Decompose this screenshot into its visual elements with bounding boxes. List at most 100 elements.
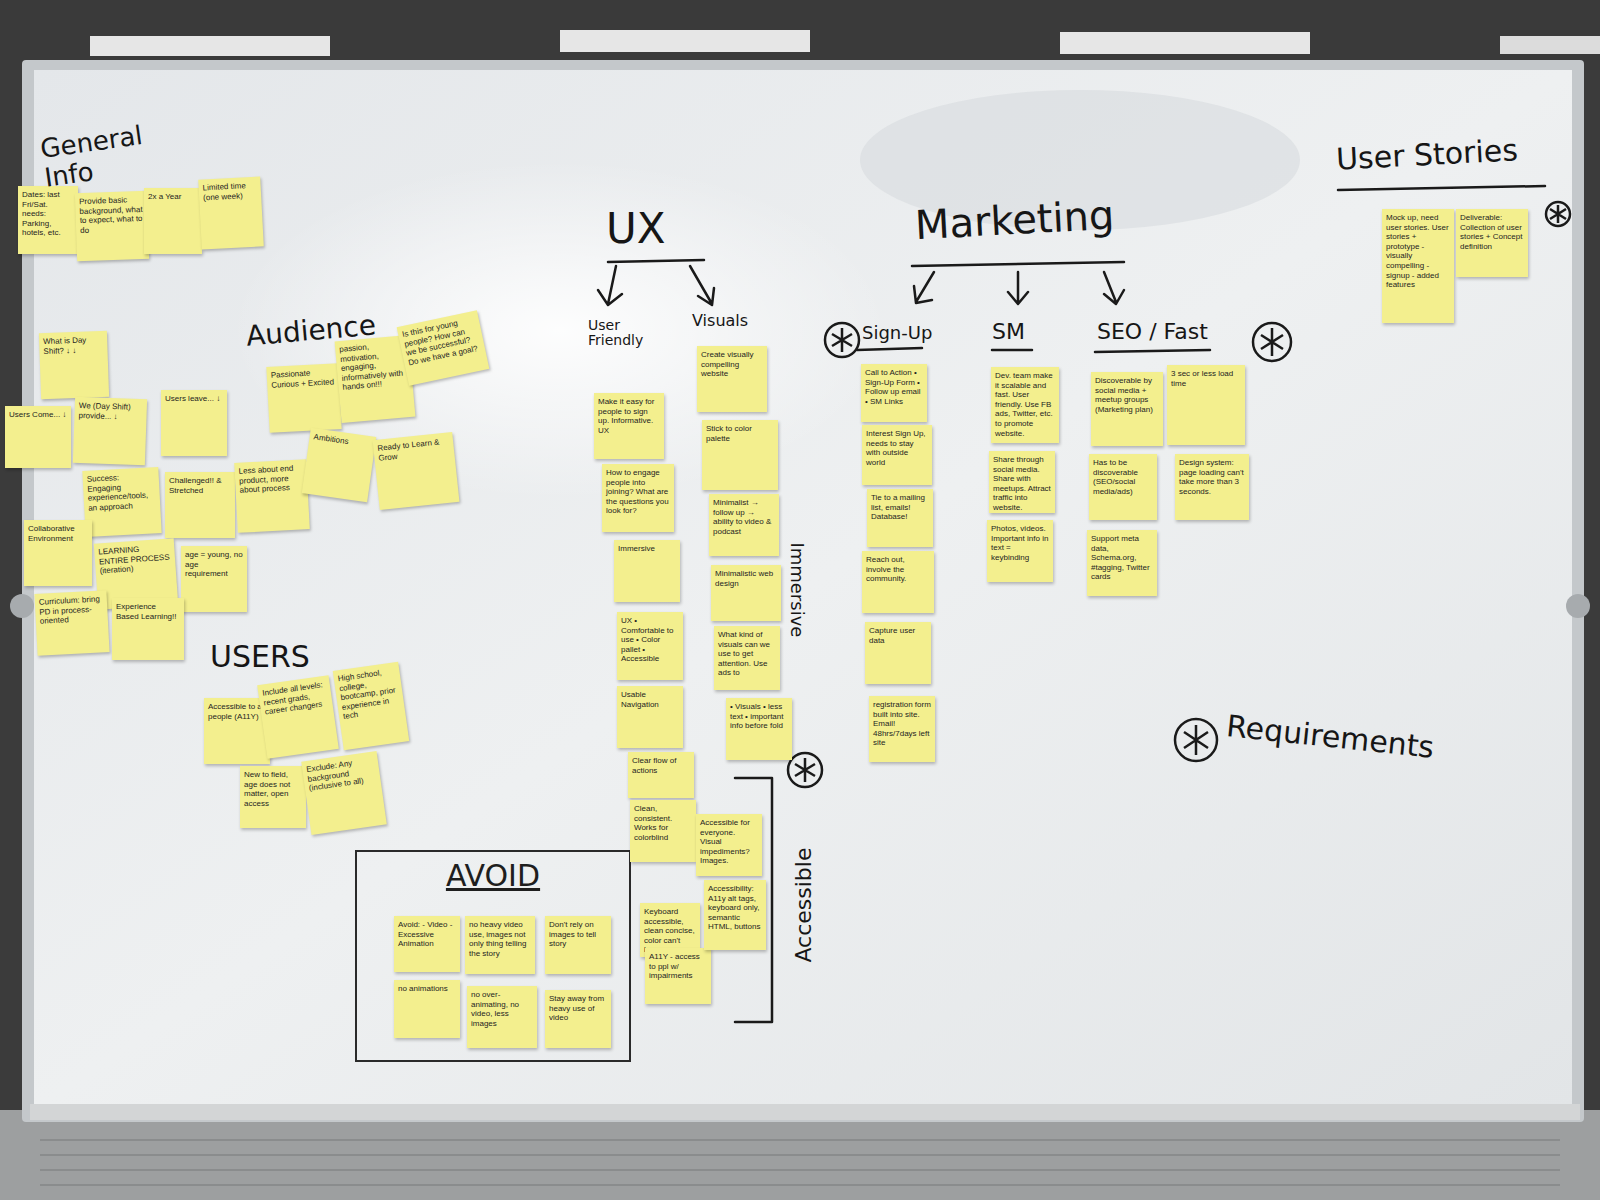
note-text: Accessible for everyone. Visual impedime… <box>700 818 758 866</box>
sticky-note: What is Day Shift? ↓ ↓ <box>39 331 109 399</box>
note-text: Create visually compelling website <box>701 350 763 379</box>
sticky-note: Challenged!! & Stretched <box>165 472 235 538</box>
heading-label: Sign-Up <box>862 323 932 343</box>
sticky-note: Stay away from heavy use of video <box>545 990 611 1048</box>
note-text: 3 sec or less load time <box>1171 369 1241 388</box>
sticky-note: Make it easy for people to sign up. Info… <box>594 393 664 459</box>
note-text: LEARNING ENTIRE PROCESS (iteration) <box>98 543 172 577</box>
sticky-note: Dev. team make it scalable and fast. Use… <box>991 367 1059 443</box>
sticky-note: no animations <box>394 980 460 1038</box>
heading-label: Marketing <box>914 193 1115 247</box>
note-text: Provide basic background, what to expect… <box>79 195 144 236</box>
star-symbol <box>788 202 1570 787</box>
marker-strokes <box>598 186 1545 1022</box>
note-text: Exclude: Any background (inclusive to al… <box>306 756 377 794</box>
sticky-note: Limited time (one week) <box>198 176 264 249</box>
heading-label: UX <box>606 206 666 252</box>
sticky-note: Collaborative Environment <box>24 520 92 586</box>
heading-label: SEO / Fast <box>1097 320 1208 344</box>
heading-label: User Stories <box>1335 133 1518 175</box>
ceiling-light <box>560 30 810 52</box>
sticky-note: 3 sec or less load time <box>1167 365 1245 445</box>
frame-heading: AVOID <box>357 858 629 893</box>
note-text: passion, motivation, engaging, informati… <box>339 339 409 393</box>
sticky-note: How to engage people into joining? What … <box>602 464 674 532</box>
note-text: Clean, consistent. Works for colorblind <box>634 804 692 842</box>
note-text: Tie to a mailing list, emails! Database! <box>871 493 929 522</box>
note-text: Ready to Learn & Grow <box>377 436 451 463</box>
sticky-note: We (Day Shift) provide... ↓ <box>73 397 147 465</box>
note-text: Stay away from heavy use of video <box>549 994 607 1023</box>
sticky-note: Reach out, involve the community. <box>862 551 934 613</box>
sticky-note: Call to Action • Sign-Up Form • Follow u… <box>861 364 927 422</box>
note-text: no over-animating, no video, less images <box>471 990 533 1028</box>
sticky-note: Ready to Learn & Grow <box>373 432 460 510</box>
note-text: Collaborative Environment <box>28 524 88 543</box>
note-text: Ambitions <box>313 432 372 450</box>
note-text: Users Come... ↓ <box>9 410 67 420</box>
sticky-note: Ambitions <box>302 428 377 503</box>
note-text: Design system: page loading can't take m… <box>1179 458 1245 496</box>
sticky-note: Share through social media. Share with m… <box>989 451 1055 513</box>
sticky-note: Curriculum: bring PD in process-oriented <box>34 590 109 656</box>
note-text: Curriculum: bring PD in process-oriented <box>39 594 104 626</box>
note-text: We (Day Shift) provide... ↓ <box>78 401 143 422</box>
sticky-note: Photos, videos. Important info in text =… <box>987 520 1053 582</box>
note-text: Users leave... ↓ <box>165 394 223 404</box>
wall-vent <box>0 1110 1600 1200</box>
note-text: How to engage people into joining? What … <box>606 468 670 516</box>
sticky-note: Less about end product, more about proce… <box>234 459 310 533</box>
sticky-note: Is this for young people? How can we be … <box>397 310 490 386</box>
sticky-note: no heavy video use, images not only thin… <box>465 916 535 974</box>
note-text: • Visuals • less text • important info b… <box>730 702 788 731</box>
note-text: Less about end product, more about proce… <box>238 463 303 495</box>
note-text: Accessible to all people (A11Y) <box>208 702 266 721</box>
note-text: no heavy video use, images not only thin… <box>469 920 531 958</box>
sticky-note: Accessible for everyone. Visual impedime… <box>696 814 762 876</box>
note-text: Challenged!! & Stretched <box>169 476 231 495</box>
ceiling-light <box>90 36 330 56</box>
heading-label: Accessible <box>793 847 817 962</box>
note-text: Call to Action • Sign-Up Form • Follow u… <box>865 368 923 406</box>
note-text: What is Day Shift? ↓ ↓ <box>43 335 104 356</box>
note-text: Reach out, involve the community. <box>866 555 930 584</box>
note-text: Interest Sign Up, needs to stay with out… <box>866 429 928 467</box>
sticky-note: Users Come... ↓ <box>5 406 71 468</box>
sticky-note: Mock up, need user stories. User stories… <box>1382 209 1454 323</box>
board-surface <box>34 70 1572 1110</box>
note-text: Immersive <box>618 544 676 554</box>
sticky-note: Success: Engaging experience/tools, an a… <box>82 467 161 537</box>
note-text: Accessibility: A11y alt tags, keyboard o… <box>708 884 762 932</box>
heading-label: Immersive <box>787 543 807 638</box>
note-text: Minimalistic web design <box>715 569 777 588</box>
board-frame <box>22 60 1584 1122</box>
note-text: Has to be discoverable (SEO/social media… <box>1093 458 1153 496</box>
sticky-note: Don't rely on images to tell story <box>545 916 611 974</box>
sticky-note: Minimalist → follow up → ability to vide… <box>709 494 779 556</box>
sticky-note: Avoid: - Video - Excessive Animation <box>394 916 460 972</box>
note-text: Dates: last Fri/Sat. needs: Parking, hot… <box>22 190 74 238</box>
marker-tray <box>30 1104 1580 1120</box>
sticky-note: Create visually compelling website <box>697 346 767 412</box>
note-text: Mock up, need user stories. User stories… <box>1386 213 1450 290</box>
note-text: Include all levels: recent grads, career… <box>262 680 329 717</box>
sticky-note: Tie to a mailing list, emails! Database! <box>867 489 933 547</box>
note-text: Capture user data <box>869 626 927 645</box>
note-text: Photos, videos. Important info in text =… <box>991 524 1049 562</box>
vent-grille <box>40 1140 1560 1185</box>
note-text: Don't rely on images to tell story <box>549 920 607 949</box>
sticky-note: Include all levels: recent grads, career… <box>257 675 339 758</box>
note-text: no animations <box>398 984 456 994</box>
sticky-note: Experience Based Learning!! <box>112 598 184 660</box>
note-text: Experience Based Learning!! <box>116 602 180 621</box>
heading-label: General Info <box>39 117 176 192</box>
sticky-note: age = young, no age requirement <box>181 546 247 612</box>
note-text: Avoid: - Video - Excessive Animation <box>398 920 456 949</box>
sticky-note: UX • Comfortable to use • Color pallet •… <box>617 612 683 680</box>
note-text: Deliverable: Collection of user stories … <box>1460 213 1524 251</box>
heading-label: Requirements <box>1225 709 1436 764</box>
note-text: Limited time (one week) <box>202 181 257 203</box>
sticky-note: Design system: page loading can't take m… <box>1175 454 1249 520</box>
sticky-note: Exclude: Any background (inclusive to al… <box>301 751 387 835</box>
board-clip <box>10 594 34 618</box>
